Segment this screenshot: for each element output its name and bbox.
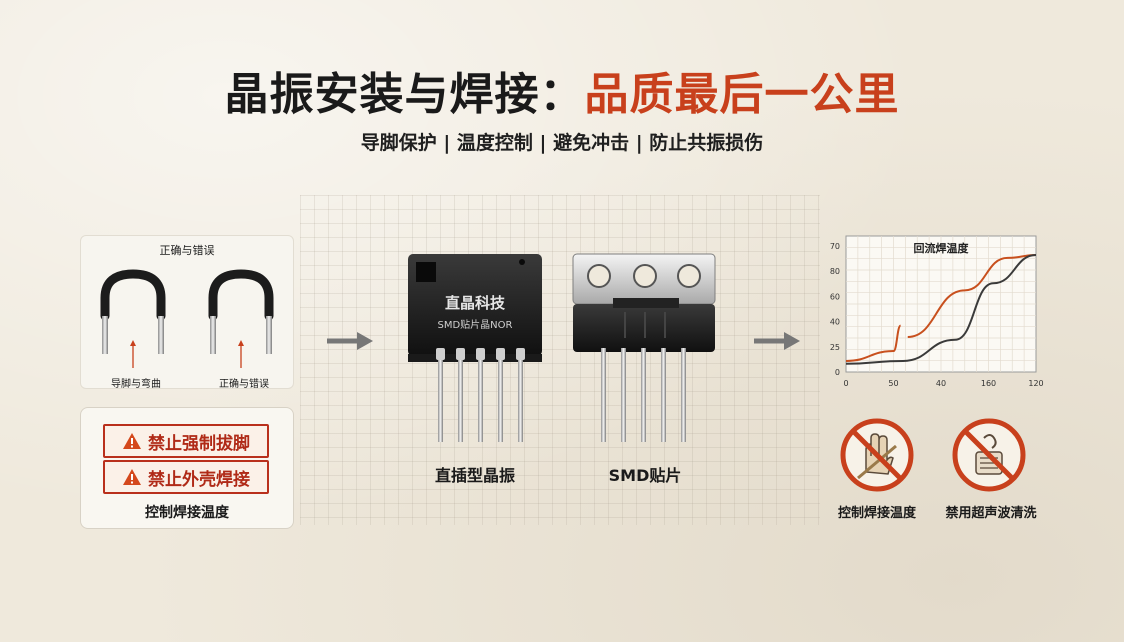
warning-text: 禁止强制拔脚 <box>148 433 250 454</box>
chart-x-tick-label: 120 <box>1028 379 1043 388</box>
lead-bending-panel: 正确与错误 导脚与弯曲 正确与错误 <box>80 235 294 390</box>
chart-y-tick-label: 40 <box>830 318 840 327</box>
chart-x-tick-label: 50 <box>888 379 898 388</box>
chart-series-line <box>845 324 902 362</box>
chart-y-tick-label: 70 <box>830 242 840 251</box>
ban-caption-ultrasonic: 禁用超声波清洗 <box>945 506 1037 521</box>
panel-caption: 控制焊接温度 <box>145 505 229 521</box>
page-subtitle: 导脚保护 | 温度控制 | 避免冲击 | 防止共振损伤 <box>360 132 764 154</box>
ban-caption-solder-temp: 控制焊接温度 <box>837 506 916 521</box>
bent-lead-right-icon <box>208 269 274 321</box>
chart-y-tick-label: 60 <box>830 292 840 301</box>
bent-lead-left-icon <box>100 269 166 321</box>
chart-x-tick-label: 40 <box>936 379 946 388</box>
panel-title: 正确与错误 <box>159 244 215 257</box>
component-brand: 直晶科技 <box>444 294 505 312</box>
smd-crystal-icon <box>572 253 716 442</box>
warning-triangle-icon <box>123 469 141 485</box>
chart-series-line <box>845 254 1037 365</box>
component-model: SMD贴片晶NOR <box>437 320 513 331</box>
page-title: 晶振安装与焊接：品质最后一公里 <box>0 58 1124 122</box>
reflow-chart: 回流焊温度 0 25 40 60 80 70 0 50 40 160 120 <box>820 228 1045 398</box>
warning-panel: 禁止强制拔脚 禁止外壳焊接 控制焊接温度 <box>80 407 294 529</box>
caption-correct-wrong: 正确与错误 <box>219 379 269 390</box>
chart-svg: 回流焊温度 0 25 40 60 80 70 0 50 40 160 120 <box>830 235 1044 388</box>
background-grid <box>300 195 820 525</box>
chart-x-tick-label: 160 <box>981 379 996 388</box>
chart-x-tick-label: 0 <box>843 379 848 388</box>
smd-crystal-label: SMD贴片 <box>608 466 682 485</box>
warning-triangle-icon <box>123 433 141 449</box>
warning-text: 禁止外壳焊接 <box>148 469 250 490</box>
tht-crystal-icon <box>408 254 542 442</box>
chart-series-line <box>907 254 1037 338</box>
arrow-right-icon <box>754 332 800 350</box>
caption-lead-bend: 导脚与弯曲 <box>111 379 161 390</box>
chart-y-tick-label: 80 <box>830 267 840 276</box>
title-accent: 品质最后一公里 <box>584 69 900 120</box>
no-hand-solder-icon <box>840 418 914 492</box>
warning-no-forced-pull: 禁止强制拔脚 <box>103 424 269 458</box>
warning-no-case-solder: 禁止外壳焊接 <box>103 460 269 494</box>
bent-leads-illustration <box>100 269 274 368</box>
chart-y-tick-label: 0 <box>835 368 840 377</box>
chart-y-tick-label: 25 <box>830 343 840 352</box>
tht-crystal-label: 直插型晶振 <box>434 466 515 485</box>
no-ultrasonic-cleaning-icon <box>952 418 1026 492</box>
title-main: 晶振安装与焊接： <box>224 69 585 120</box>
arrow-right-icon <box>327 332 373 350</box>
chart-title: 回流焊温度 <box>914 241 970 255</box>
